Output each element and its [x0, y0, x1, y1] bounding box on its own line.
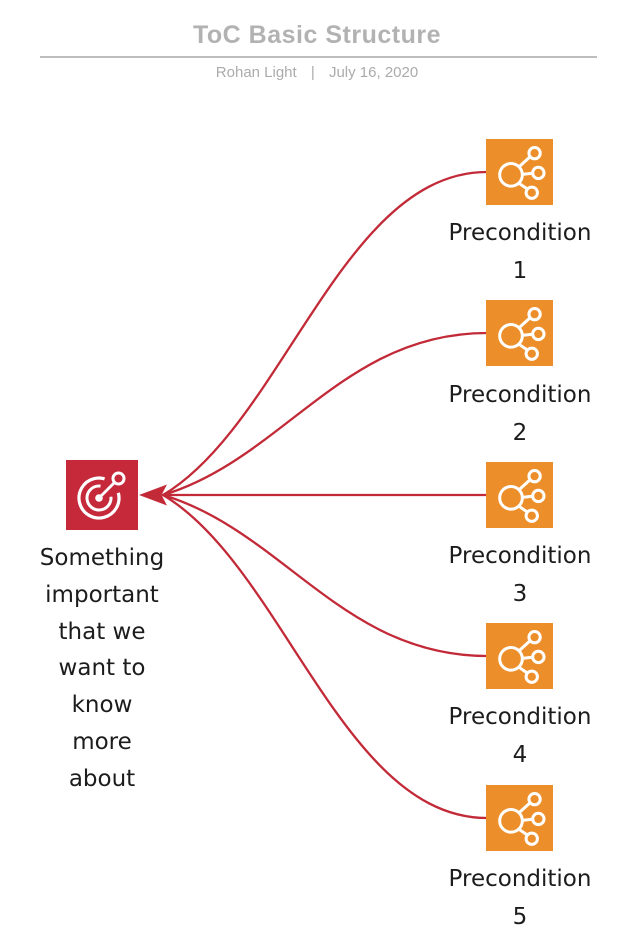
precondition-node-2	[486, 300, 553, 366]
arrowhead	[139, 484, 167, 506]
arrow-precondition-1	[161, 170, 489, 497]
precondition-node-4	[486, 623, 553, 689]
network-nodes-icon	[498, 306, 546, 361]
precondition-label-1: Precondition 1	[448, 220, 592, 284]
byline-separator: |	[310, 64, 315, 81]
precondition-label-4: Precondition 4	[448, 704, 592, 768]
network-nodes-icon	[498, 791, 546, 846]
arrow-precondition-5	[161, 493, 489, 820]
precondition-label-3: Precondition 3	[448, 543, 592, 607]
network-nodes-icon	[498, 468, 546, 523]
byline-author: Rohan Light	[215, 64, 297, 81]
precondition-label-5: Precondition 5	[448, 866, 592, 930]
page-title: ToC Basic Structure	[193, 21, 441, 49]
network-nodes-icon	[498, 629, 546, 684]
header-divider	[40, 56, 597, 58]
arrow-precondition-4	[161, 493, 489, 658]
precondition-label-2: Precondition 2	[448, 382, 592, 446]
precondition-node-1	[486, 139, 553, 205]
precondition-node-3	[486, 462, 553, 528]
target-node	[66, 460, 138, 530]
byline: Rohan Light | July 16, 2020	[0, 64, 634, 81]
bullseye-target-icon	[77, 471, 126, 520]
precondition-node-5	[486, 785, 553, 851]
network-nodes-icon	[498, 145, 546, 200]
byline-date: July 16, 2020	[328, 64, 419, 81]
arrow-precondition-2	[161, 331, 489, 497]
target-label: Something important that we want to know…	[39, 545, 165, 792]
